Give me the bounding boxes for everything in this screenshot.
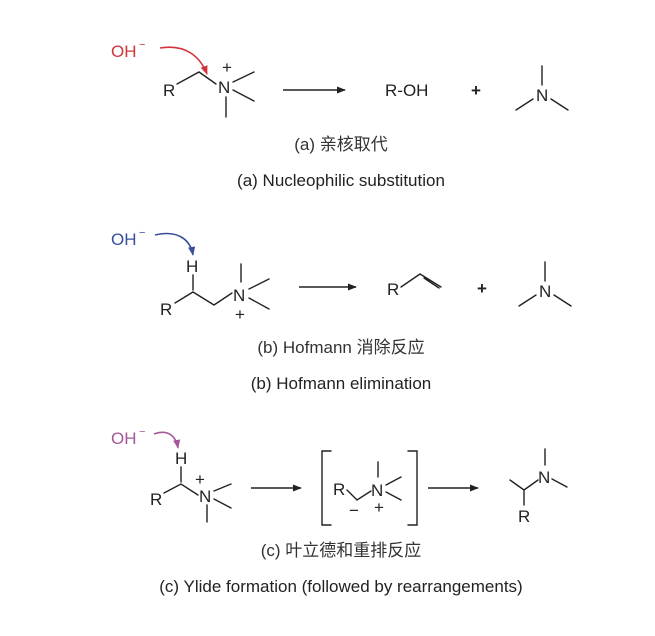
hydroxide-charge: − (139, 227, 145, 239)
alkyl-chain-bonds (176, 71, 217, 85)
product-r-label: R (518, 507, 530, 526)
caption-c-en: (c) Ylide formation (followed by rearran… (159, 577, 522, 596)
plus-sign: + (471, 81, 481, 100)
caption-b-cn: (b) Hofmann 消除反应 (257, 338, 424, 357)
hydroxide-charge: − (139, 39, 145, 51)
hydroxide-label: OH (111, 429, 137, 448)
r-group-label: R (163, 81, 175, 100)
product-methyl-bonds (544, 448, 568, 488)
ylide-carbanion-charge: − (349, 501, 359, 520)
hydroxide-label: OH (111, 230, 137, 249)
electron-arrow-a (159, 46, 208, 75)
hydrogen-label: H (186, 257, 198, 276)
methyl-bonds (206, 483, 232, 523)
r-group-label: R (160, 300, 172, 319)
hydroxide-label: OH (111, 42, 137, 61)
trimethylamine-nitrogen: N (539, 282, 551, 301)
caption-a-en: (a) Nucleophilic substitution (237, 171, 445, 190)
alkene-bonds (400, 273, 442, 289)
trimethylamine-nitrogen: N (536, 86, 548, 105)
hydrogen-label: H (175, 449, 187, 468)
ylide-ammonium-charge: + (374, 498, 384, 517)
ylide-bracket-left (321, 450, 332, 526)
ylide-r-label: R (333, 480, 345, 499)
electron-arrow-b (154, 232, 196, 256)
ylide-carbanion-bond (346, 489, 372, 501)
alkene-r-label: R (387, 280, 399, 299)
caption-b-en: (b) Hofmann elimination (251, 374, 431, 393)
ammonium-nitrogen: N (233, 286, 245, 305)
caption-a-cn: (a) 亲核取代 (294, 135, 388, 154)
panel-c: OH − H R N + R − N + R N (c) 叶立德和重排反应 (c… (111, 426, 568, 596)
ammonium-nitrogen: N (218, 78, 230, 97)
caption-c-cn: (c) 叶立德和重排反应 (261, 541, 422, 560)
alkyl-chain-bonds (174, 291, 233, 306)
panel-a: OH − R N + R-OH + N (a) 亲核取代 (a) Nucleop… (111, 39, 569, 190)
trimethylamine-bonds (515, 65, 569, 111)
methyl-bonds (240, 263, 270, 310)
ammonium-nitrogen: N (199, 487, 211, 506)
r-group-label: R (150, 490, 162, 509)
ylide-bracket-right (407, 450, 418, 526)
methyl-bonds (225, 71, 255, 118)
hydroxide-charge: − (139, 426, 145, 438)
plus-sign: + (477, 279, 487, 298)
ammonium-charge: + (195, 470, 205, 489)
ylide-nitrogen: N (371, 481, 383, 500)
trimethylamine-bonds (518, 261, 572, 307)
product-nitrogen: N (538, 468, 550, 487)
product-alcohol: R-OH (385, 81, 428, 100)
product-carbon-bonds (509, 479, 539, 506)
ammonium-charge: + (222, 58, 232, 77)
ammonium-charge: + (235, 305, 245, 324)
electron-arrow-c (153, 431, 181, 449)
ylide-methyl-bonds (377, 461, 402, 501)
panel-b: OH − H R N + R + N (b) Hofmann 消除反应 (b) … (111, 227, 572, 393)
methylene-bonds (163, 483, 199, 496)
